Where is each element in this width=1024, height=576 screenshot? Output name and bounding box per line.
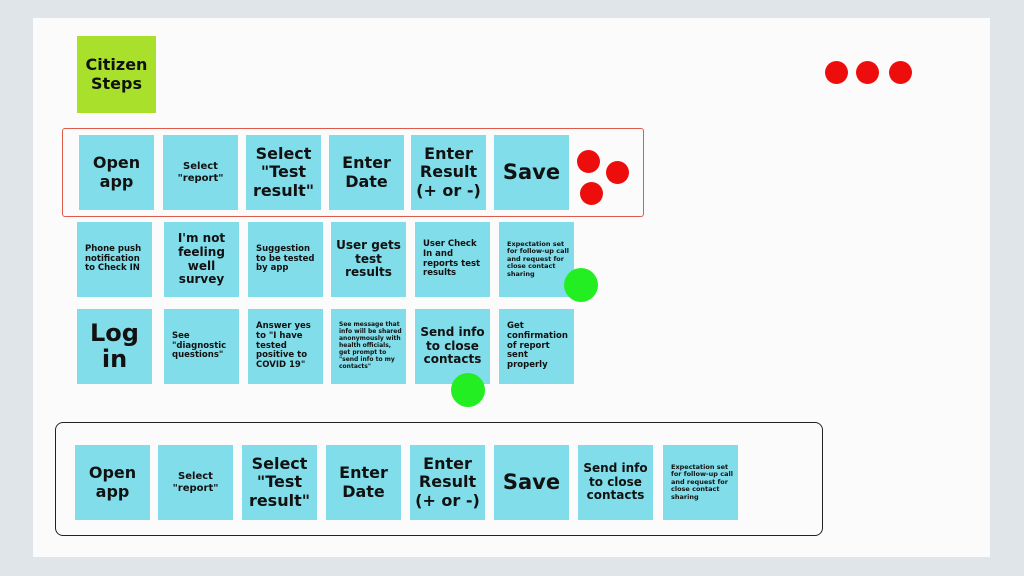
sticky-open-app-2: Open app: [75, 445, 150, 520]
green-dot: [564, 268, 598, 302]
sticky-diagnostic-questions: See "diagnostic questions": [164, 309, 239, 384]
sticky-send-info: Send info to close contacts: [415, 309, 490, 384]
green-dot: [451, 373, 485, 407]
sticky-answer-yes: Answer yes to "I have tested positive to…: [248, 309, 323, 384]
sticky-log-in: Log in: [77, 309, 152, 384]
sticky-get-confirmation: Get confirmation of report sent properly: [499, 309, 574, 384]
sticky-save-2: Save: [494, 445, 569, 520]
sticky-save: Save: [494, 135, 569, 210]
sticky-suggestion-tested: Suggestion to be tested by app: [248, 222, 323, 297]
sticky-not-feeling-well: I'm not feeling well survey: [164, 222, 239, 297]
red-outline-group: [62, 128, 644, 217]
red-dot: [606, 161, 629, 184]
sticky-enter-date-2: Enter Date: [326, 445, 401, 520]
sticky-expectation-set: Expectation set for follow-up call and r…: [499, 222, 574, 297]
sticky-user-gets-results: User gets test results: [331, 222, 406, 297]
red-dot: [577, 150, 600, 173]
sticky-select-report-2: Select "report": [158, 445, 233, 520]
sticky-select-report: Select "report": [163, 135, 238, 210]
sticky-user-check-in: User Check In and reports test results: [415, 222, 490, 297]
sticky-expectation-set-2: Expectation set for follow-up call and r…: [663, 445, 738, 520]
red-dot: [889, 61, 912, 84]
sticky-enter-result-2: Enter Result (+ or -): [410, 445, 485, 520]
sticky-enter-result: Enter Result (+ or -): [411, 135, 486, 210]
sticky-open-app: Open app: [79, 135, 154, 210]
red-dot: [856, 61, 879, 84]
title-sticky: Citizen Steps: [77, 36, 156, 113]
sticky-select-test-result: Select "Test result": [246, 135, 321, 210]
sticky-see-message: See message that info will be shared ano…: [331, 309, 406, 384]
sticky-send-info-2: Send info to close contacts: [578, 445, 653, 520]
sticky-select-test-result-2: Select "Test result": [242, 445, 317, 520]
red-dot: [825, 61, 848, 84]
sticky-push-notification: Phone push notification to Check IN: [77, 222, 152, 297]
black-outline-group: [55, 422, 823, 536]
sticky-enter-date: Enter Date: [329, 135, 404, 210]
red-dot: [580, 182, 603, 205]
